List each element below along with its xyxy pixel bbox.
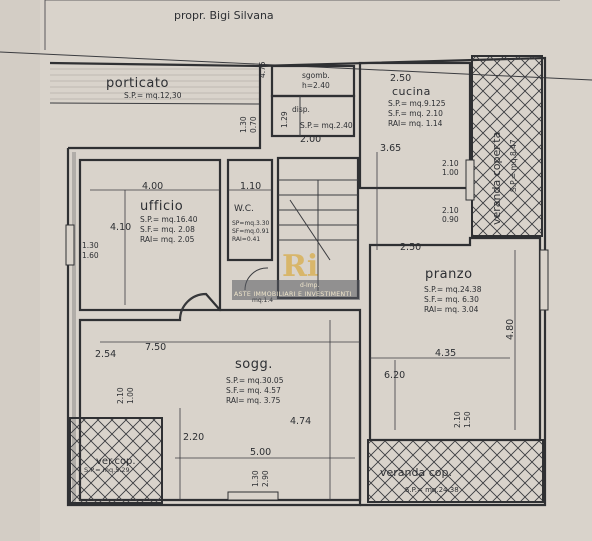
watermark-logo: Ri [282, 249, 318, 284]
soggiorno-room [78, 292, 362, 502]
cucina-room [358, 61, 472, 190]
porticato-area [49, 61, 261, 105]
veranda-top-label: veranda coper.ta [490, 132, 503, 225]
service-rooms [270, 64, 356, 138]
veranda-top [471, 55, 543, 237]
dim-1-10: 1.10 [240, 181, 261, 192]
porticato-sp: S.P.= mq.12,30 [124, 91, 182, 100]
scala-sub: mq.1.4 [252, 297, 273, 304]
dim-1-30a: 1.30 [239, 116, 248, 133]
pranzo-sf: S.F.= mq. 6.30 [424, 295, 479, 304]
dim-1-60: 1.60 [82, 251, 99, 260]
wc-label: W.C. [234, 204, 254, 214]
dim-2-50-mid: 2.50 [400, 242, 421, 253]
dimension-lines [90, 152, 516, 500]
ufficio-room [78, 158, 222, 312]
dim-0-90: 0.90 [442, 215, 459, 224]
dim-1-30c: 1.30 [251, 470, 260, 487]
dim-1-29: 1.29 [280, 111, 289, 128]
watermark-sub: d-Imp. [300, 282, 319, 289]
dim-4-80: 4.80 [505, 319, 516, 340]
sgombero-sub: h=2.40 [302, 81, 330, 90]
dim-2-10a: 2.10 [442, 159, 459, 168]
ufficio-sp: S.P.= mq.16.40 [140, 215, 198, 224]
ver-cop-sp: S.P.= mq.5.29 [84, 466, 130, 474]
dim-7-50: 7.50 [145, 342, 166, 353]
dim-4-00: 4.00 [142, 181, 163, 192]
cucina-sp: S.P.= mq.9.125 [388, 99, 446, 108]
watermark: Ri d-Imp. ASTE IMMOBILIARI E INVESTIMENT… [232, 249, 360, 300]
dim-2-20: 2.20 [183, 432, 204, 443]
dim-2-00: 2.00 [300, 134, 321, 145]
dim-2-10d: 2.10 [453, 411, 462, 428]
dim-4-75: 4.75 [258, 61, 267, 78]
dim-2-10b: 2.10 [442, 206, 459, 215]
ufficio-label: ufficio [140, 199, 183, 214]
dim-4-10: 4.10 [110, 222, 131, 233]
soggiorno-sp: S.P.= mq.30.05 [226, 376, 284, 385]
dim-3-65: 3.65 [380, 143, 401, 154]
ver-cop-label: ver.cop. [96, 456, 136, 467]
dim-1-00c: 1.00 [126, 387, 135, 404]
dim-1-00a: 1.00 [442, 168, 459, 177]
dim-2-90: 2.90 [261, 470, 270, 487]
ver-cop-small [69, 417, 163, 504]
cucina-label: cucina [392, 85, 431, 98]
dim-0-70: 0.70 [249, 116, 258, 133]
wc-rai: RAI=0.41 [232, 236, 260, 243]
disp-sp: S.P.= mq.2.40 [300, 121, 353, 130]
dim-4-35: 4.35 [435, 348, 456, 359]
ufficio-sf: S.F.= mq. 2.08 [140, 225, 195, 234]
cucina-rai: RAI= mq. 1.14 [388, 119, 443, 128]
sgombero-label: sgomb. [302, 71, 330, 80]
dim-5-00: 5.00 [250, 447, 271, 458]
veranda-cop-bottom [367, 439, 544, 503]
soggiorno-label: sogg. [235, 357, 273, 372]
pranzo-rai: RAI= mq. 3.04 [424, 305, 479, 314]
pranzo-sp: S.P.= mq.24.38 [424, 285, 482, 294]
dim-2-10c: 2.10 [116, 387, 125, 404]
dim-6-20: 6.20 [384, 370, 405, 381]
soggiorno-rai: RAI= mq. 3.75 [226, 396, 281, 405]
dim-1-50: 1.50 [463, 411, 472, 428]
dim-1-30b: 1.30 [82, 241, 99, 250]
porticato-label: porticato [106, 76, 169, 91]
soggiorno-sf: S.F.= mq. 4.57 [226, 386, 281, 395]
cucina-sf: S.F.= mq. 2.10 [388, 109, 443, 118]
dim-4-74: 4.74 [290, 416, 311, 427]
dim-2-54: 2.54 [95, 349, 116, 360]
veranda-cop-label: veranda cop. [380, 466, 452, 479]
ufficio-rai: RAI= mq. 2.05 [140, 235, 195, 244]
veranda-cop-sp: S.P.= mq.24.38 [405, 486, 459, 494]
wc-sf: SF=mq.0.91 [232, 228, 269, 235]
owner-label: propr. Bigi Silvana [174, 9, 274, 22]
pranzo-label: pranzo [425, 267, 473, 282]
veranda-top-sp: S.P.= mq.8.47 [509, 139, 518, 192]
openings [65, 159, 549, 501]
wc-sp: SP=mq.3.30 [232, 220, 270, 227]
dim-2-50-top: 2.50 [390, 73, 411, 84]
watermark-tagline: ASTE IMMOBILIARI E INVESTIMENTI [234, 291, 352, 298]
disp-label: disp. [292, 105, 310, 114]
